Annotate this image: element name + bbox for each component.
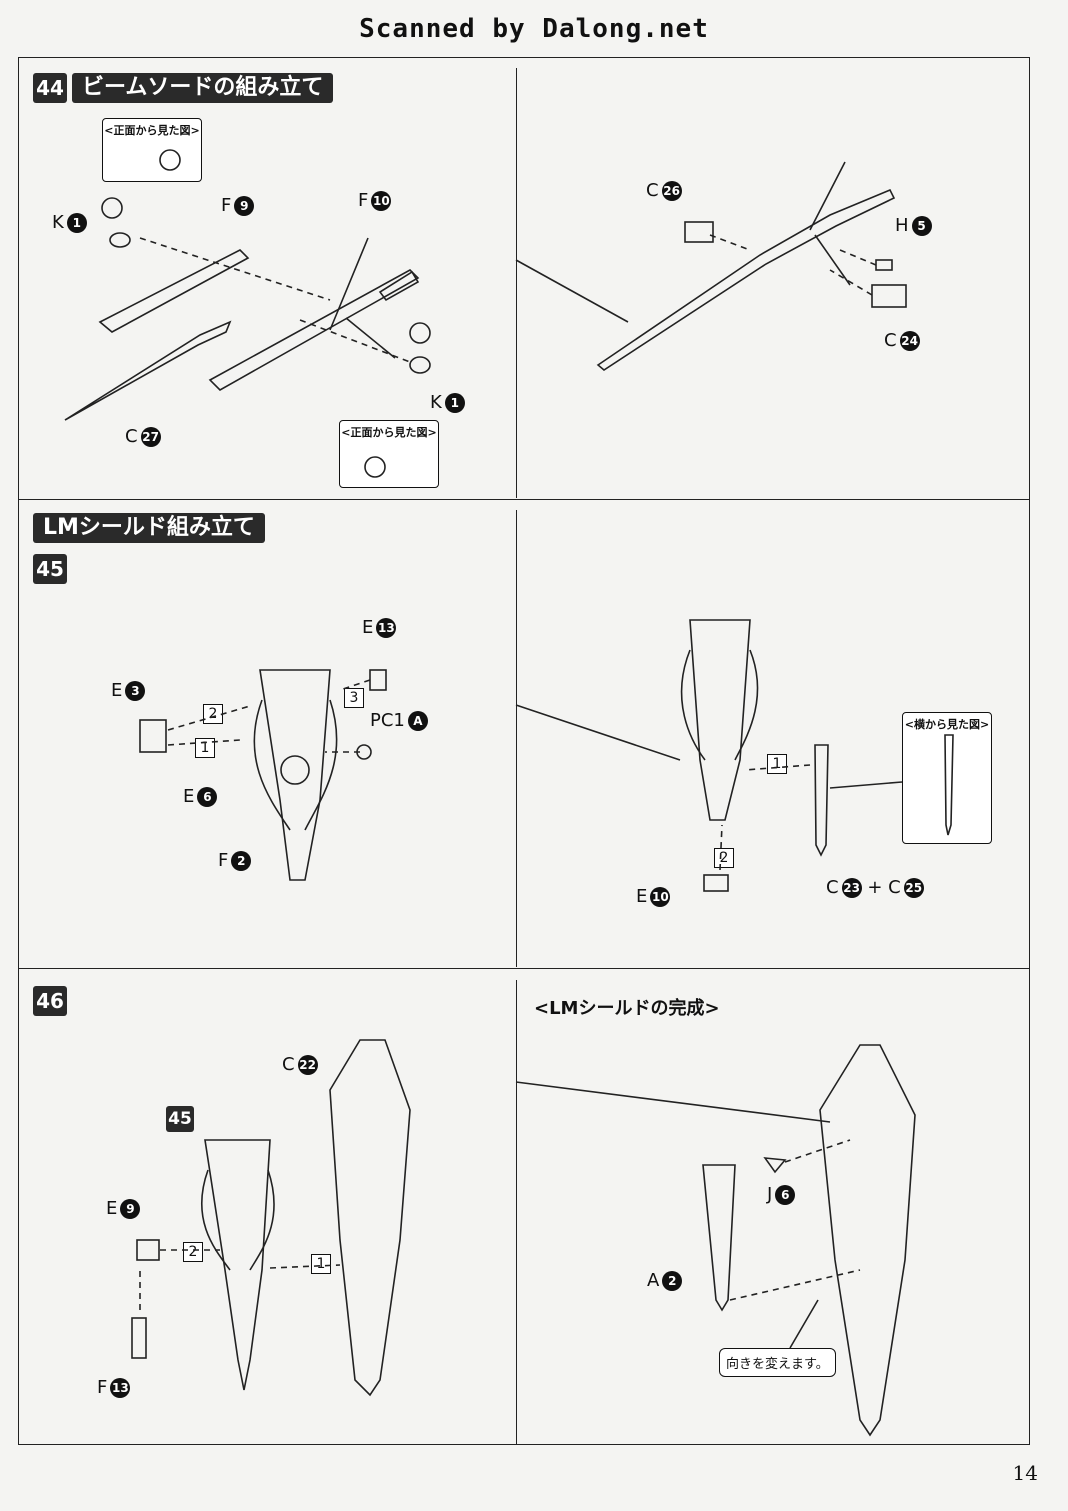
shield-complete: [819, 1044, 916, 1437]
spike-c23: [814, 744, 829, 857]
step-44-title: ビームソードの組み立て: [72, 73, 334, 103]
step-44-badge: 44: [33, 73, 67, 103]
shield-arm-part: [259, 669, 331, 881]
sword-blade-c27: [64, 320, 232, 421]
orientation-note: 向きを変えます。: [719, 1348, 836, 1377]
order-1-c: 1: [311, 1252, 331, 1274]
page-number: 14: [1012, 1461, 1038, 1485]
scan-header: Scanned by Dalong.net: [359, 14, 709, 44]
callout-label: <横から見た図>: [904, 718, 990, 731]
shield-arm-part-b: [689, 619, 751, 821]
sword-handle: [378, 270, 420, 302]
instruction-frame: [18, 57, 1030, 1445]
order-2-c: 2: [183, 1240, 203, 1262]
sword-guard: [329, 237, 396, 359]
divider-2: [18, 968, 1030, 969]
vdivider-2: [516, 510, 517, 967]
front-view-callout-2: <正面から見た図>: [339, 420, 439, 488]
plate-a2: [702, 1164, 736, 1312]
order-1: 1: [195, 736, 215, 758]
callout-label: <正面から見た図>: [341, 426, 437, 439]
vdivider-1: [516, 68, 517, 498]
divider-1: [18, 499, 1030, 500]
lm-shield-section-title: LMシールド組み立て: [33, 513, 265, 543]
shield-c22: [329, 1039, 411, 1397]
part-j6-shape: [763, 1157, 787, 1174]
sword-frame-f9: [98, 249, 250, 333]
step-46-badge: 46: [33, 986, 67, 1016]
step-45-ref-badge: 45: [166, 1106, 194, 1132]
shield-arm-part-c: [204, 1139, 271, 1391]
front-view-callout-1: <正面から見た図>: [102, 118, 202, 182]
order-1-b: 1: [767, 752, 787, 774]
sword-assembled: [596, 188, 896, 371]
step-45-badge: 45: [33, 554, 67, 584]
callout-label: <正面から見た図>: [104, 124, 200, 137]
sword-body-f10: [208, 269, 420, 391]
order-2-b: 2: [714, 846, 734, 868]
lm-shield-complete-title: <LMシールドの完成>: [534, 998, 720, 1019]
side-view-callout: <横から見た図>: [902, 712, 992, 844]
vdivider-3: [516, 980, 517, 1444]
order-3: 3: [344, 686, 364, 708]
